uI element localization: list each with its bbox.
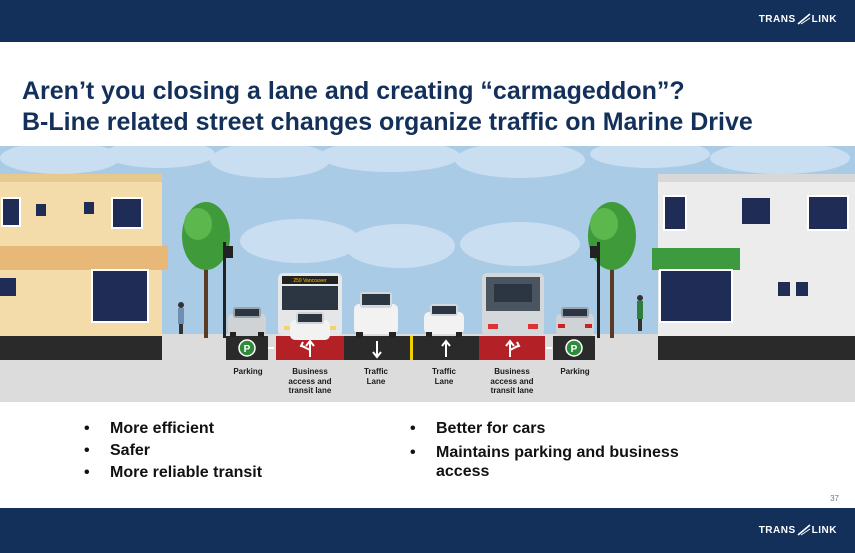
street-illustration: P P 259 Vancouver xyxy=(0,146,855,402)
lane-median xyxy=(410,336,413,360)
page-number: 37 xyxy=(830,494,839,503)
lane-label-traffic-down: Traffic Lane xyxy=(363,367,388,386)
up-arrow-icon xyxy=(441,339,451,357)
lane-label-traffic-up: Traffic Lane xyxy=(431,367,456,386)
translink-logo: TRANS LINK xyxy=(759,12,837,26)
parking-icon: P xyxy=(238,339,256,357)
bus-sign: 259 Vancouver xyxy=(293,278,327,284)
svg-text:P: P xyxy=(244,344,251,355)
parked-car-right xyxy=(556,307,594,336)
pedestrian-right xyxy=(637,295,643,331)
logo-swoosh-icon xyxy=(797,524,811,536)
top-banner xyxy=(0,0,855,42)
logo-text-link: LINK xyxy=(811,524,837,536)
transit-bus-right xyxy=(482,273,544,336)
list-item: Better for cars xyxy=(410,418,730,440)
logo-swoosh-icon xyxy=(797,13,811,25)
clouds xyxy=(0,146,850,268)
logo-text-trans: TRANS xyxy=(758,13,796,25)
translink-logo: TRANS LINK xyxy=(759,523,837,537)
parking-icon: P xyxy=(565,339,583,357)
logo-text-trans: TRANS xyxy=(758,524,796,536)
title-line-1: Aren’t you closing a lane and creating “… xyxy=(22,77,685,105)
right-building xyxy=(652,174,855,360)
list-item: More efficient xyxy=(84,418,262,440)
car-traffic-down xyxy=(354,292,398,338)
lamp-post-left xyxy=(223,242,233,338)
list-item: Maintains parking and business access xyxy=(410,443,730,481)
car-front-left xyxy=(290,312,330,340)
lane-label-transit-left: Business access and transit lane xyxy=(288,367,332,395)
tree-left xyxy=(182,202,230,338)
lamp-post-right xyxy=(590,242,600,338)
lane-label-parking-left: Parking xyxy=(233,367,263,376)
left-turn-arrow-icon xyxy=(299,339,315,357)
pedestrian-left xyxy=(178,302,184,334)
lane-label-transit-right: Business access and transit lane xyxy=(490,367,534,395)
list-item: Safer xyxy=(84,440,262,462)
right-turn-arrow-icon xyxy=(505,339,521,357)
left-building xyxy=(0,174,168,360)
parked-car-left xyxy=(228,307,266,337)
car-traffic-up xyxy=(424,304,464,337)
list-item: More reliable transit xyxy=(84,462,262,484)
bottom-banner xyxy=(0,508,855,553)
down-arrow-icon xyxy=(372,341,382,359)
logo-text-link: LINK xyxy=(811,13,837,25)
svg-text:P: P xyxy=(571,344,578,355)
lane-label-parking-right: Parking xyxy=(560,367,590,376)
slide-title: Aren’t you closing a lane and creating “… xyxy=(22,76,842,138)
benefits-list-right: Better for cars Maintains parking and bu… xyxy=(410,418,730,481)
benefits-list-left: More efficient Safer More reliable trans… xyxy=(84,418,262,484)
title-line-2: B-Line related street changes organize t… xyxy=(22,108,753,136)
